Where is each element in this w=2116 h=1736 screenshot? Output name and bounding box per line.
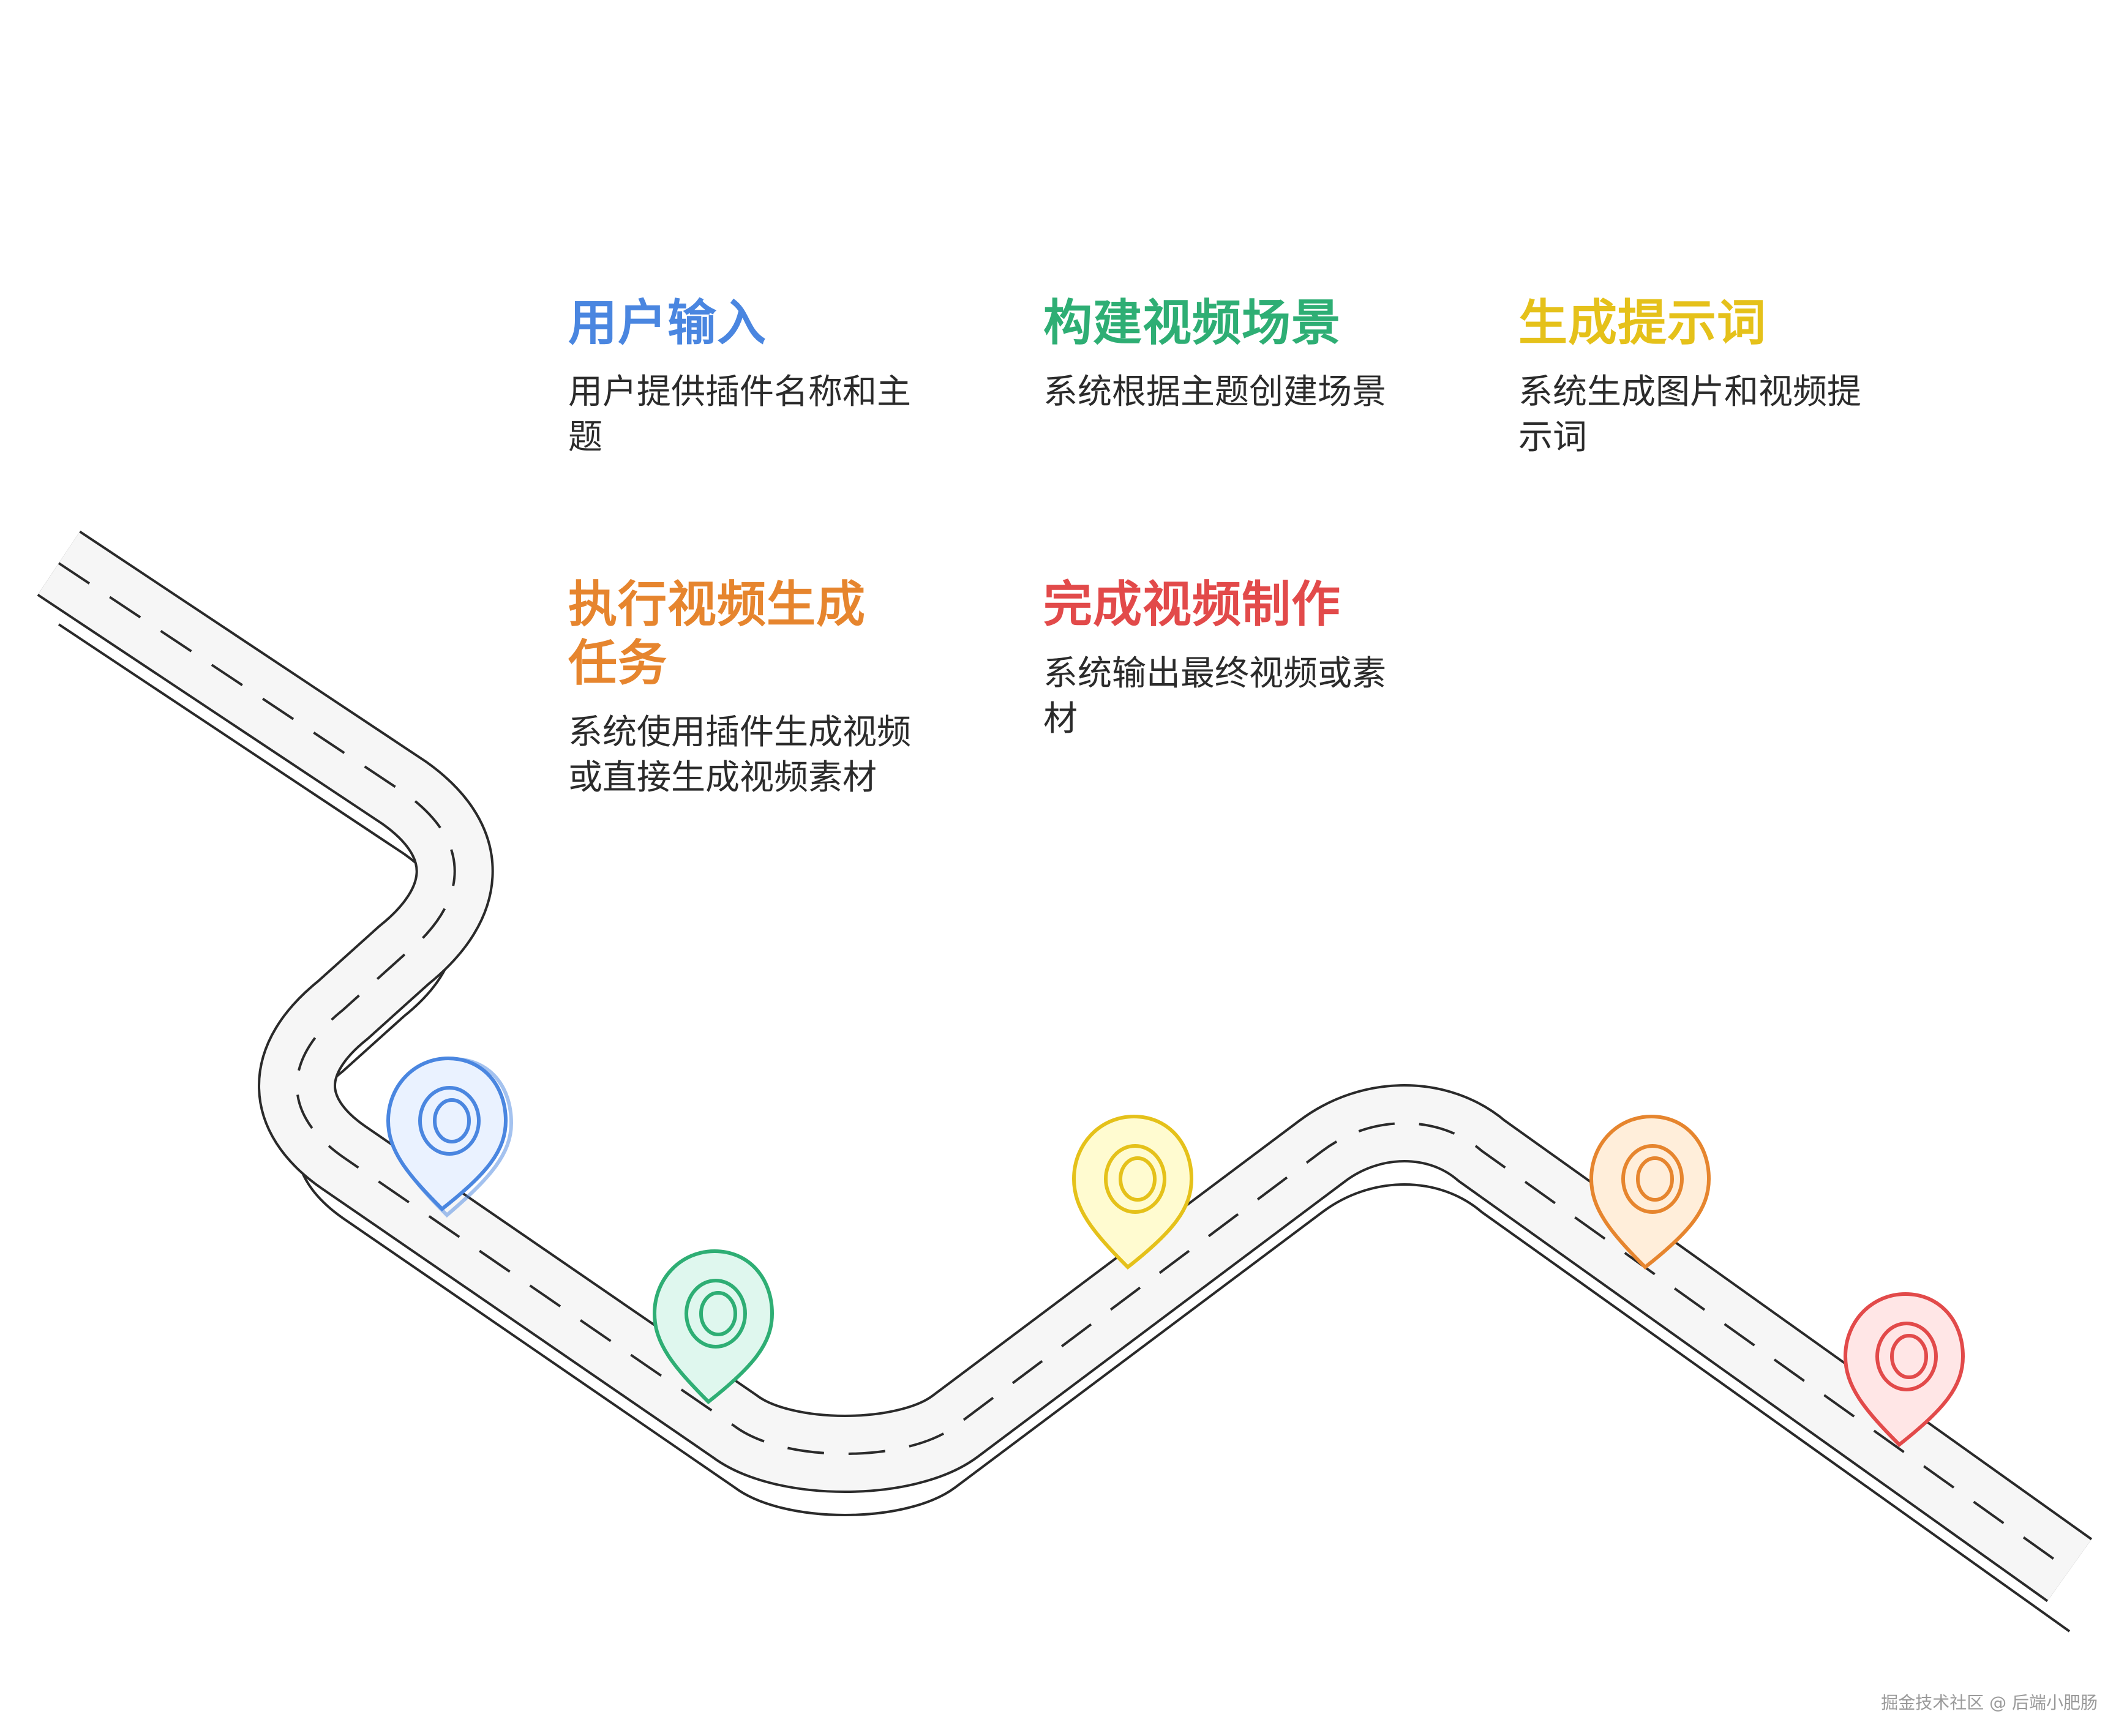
- pin-generate-prompt-icon: [1071, 1114, 1194, 1270]
- step-title: 执行视频生成任务: [568, 576, 866, 692]
- step-description: 用户提供插件名称和主题: [568, 372, 911, 457]
- step-user-input: 用户输入 用户提供插件名称和主题: [568, 294, 911, 460]
- step-description: 系统输出最终视频或素材: [1043, 654, 1386, 739]
- step-title: 构建视频场景: [1043, 294, 1341, 351]
- pin-build-scene-icon: [652, 1249, 775, 1405]
- step-complete-video: 完成视频制作 系统输出最终视频或素材: [1043, 575, 1386, 742]
- step-description: 系统根据主题创建场景: [1043, 372, 1386, 412]
- step-title: 完成视频制作: [1043, 576, 1341, 633]
- step-execute-task: 执行视频生成任务 系统使用插件生成视频或直接生成视频素材: [568, 575, 911, 801]
- pin-complete-video-icon: [1843, 1292, 1965, 1448]
- step-description: 系统生成图片和视频提示词: [1518, 372, 1861, 457]
- road: [37, 530, 2093, 1633]
- road-center-line: [58, 562, 2071, 1571]
- step-title: 用户输入: [568, 294, 767, 351]
- watermark: 掘金技术社区 @ 后端小肥肠: [1881, 1693, 2098, 1713]
- pin-execute-task-icon: [1589, 1114, 1711, 1270]
- pin-user-input-icon: [386, 1056, 514, 1218]
- pins: [386, 1056, 1965, 1448]
- step-build-scene: 构建视频场景 系统根据主题创建场景: [1043, 294, 1386, 415]
- step-description: 系统使用插件生成视频或直接生成视频素材: [568, 713, 911, 798]
- step-generate-prompt: 生成提示词 系统生成图片和视频提示词: [1518, 294, 1861, 460]
- step-title: 生成提示词: [1518, 294, 1766, 351]
